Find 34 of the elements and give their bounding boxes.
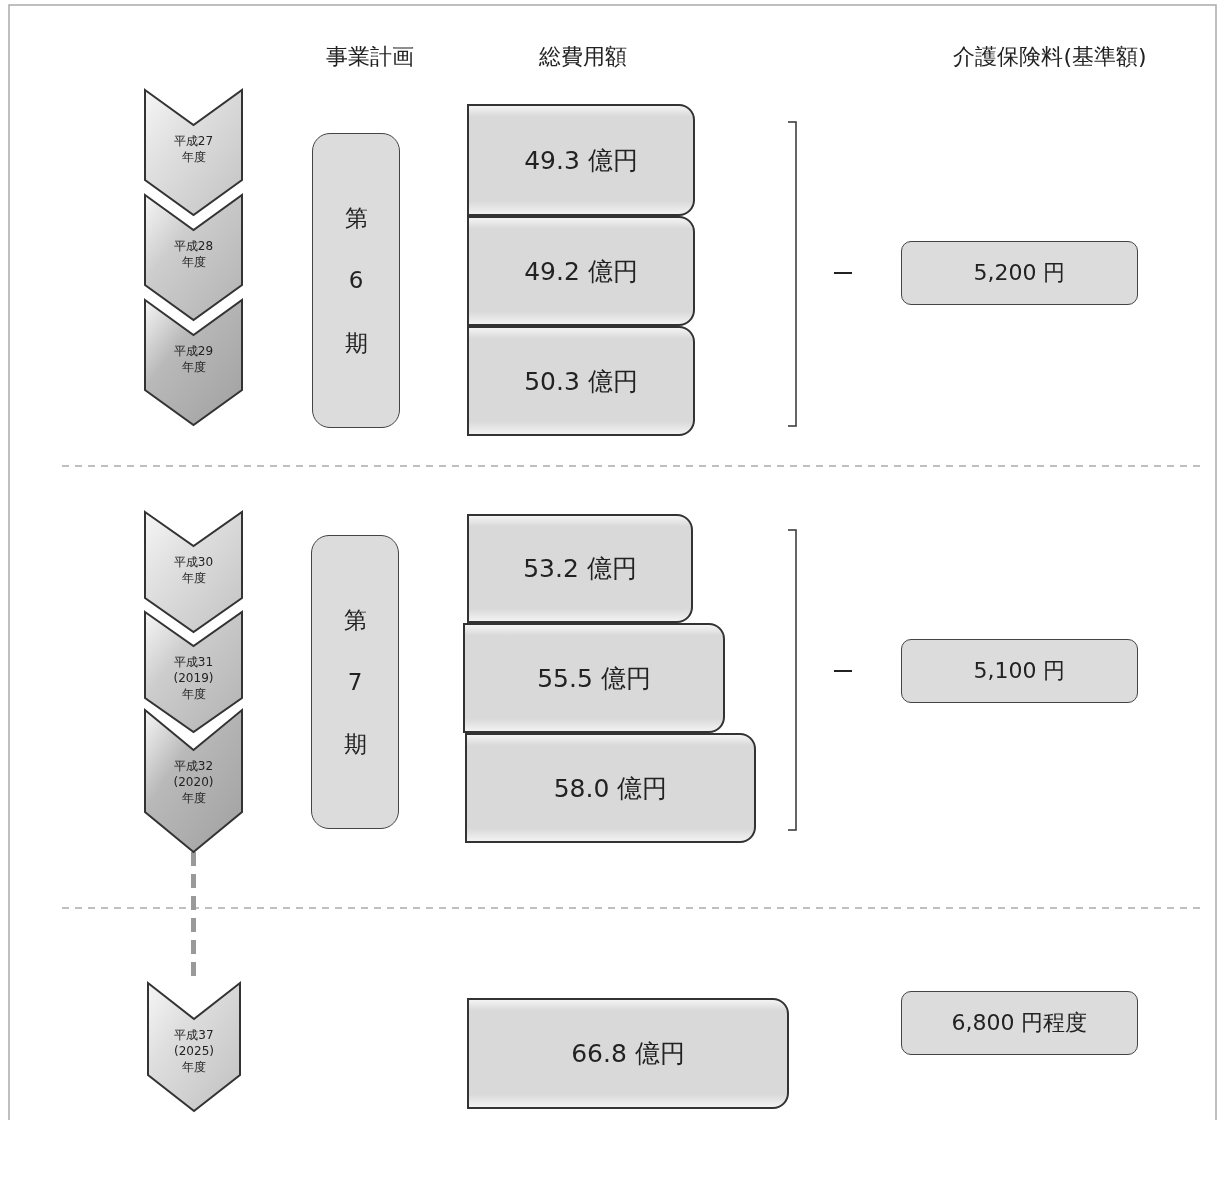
premium-box xyxy=(901,991,1138,1055)
cost-box xyxy=(463,623,725,733)
premium-amount: 5,200 円 xyxy=(973,259,1066,287)
year-label: 平成28年度 xyxy=(172,238,215,271)
cost-amount: 53.2 億円 xyxy=(523,553,637,585)
year-label: 平成32(2020)年度 xyxy=(172,758,215,807)
cost-amount: 50.3 億円 xyxy=(524,365,638,398)
column-heading: 介護保険料(基準額) xyxy=(953,43,1147,71)
cost-box xyxy=(467,104,695,216)
cost-box xyxy=(467,216,695,326)
period-box xyxy=(311,535,399,829)
cost-box xyxy=(467,514,693,623)
period-label: 第6期 xyxy=(344,204,368,358)
column-heading: 事業計画 xyxy=(326,43,414,71)
year-label: 平成30年度 xyxy=(172,554,215,587)
column-heading: 総費用額 xyxy=(539,43,627,71)
cost-box xyxy=(467,998,789,1109)
cost-amount: 55.5 億円 xyxy=(537,662,651,695)
cost-box xyxy=(465,733,756,843)
period-box xyxy=(312,133,400,428)
cost-amount: 49.3 億円 xyxy=(524,144,638,177)
premium-box xyxy=(901,639,1138,703)
cost-amount: 49.2 億円 xyxy=(524,255,638,288)
year-label: 平成27年度 xyxy=(172,133,215,166)
premium-box xyxy=(901,241,1138,305)
cost-amount: 58.0 億円 xyxy=(553,772,668,805)
cost-box xyxy=(467,326,695,436)
year-label: 平成31(2019)年度 xyxy=(172,654,215,703)
year-label: 平成37(2025)年度 xyxy=(173,1027,215,1076)
cost-amount: 66.8 億円 xyxy=(571,1038,685,1070)
premium-amount: 6,800 円程度 xyxy=(951,1009,1088,1037)
period-label: 第7期 xyxy=(343,605,367,760)
year-label: 平成29年度 xyxy=(172,343,215,376)
premium-amount: 5,100 円 xyxy=(973,657,1066,685)
